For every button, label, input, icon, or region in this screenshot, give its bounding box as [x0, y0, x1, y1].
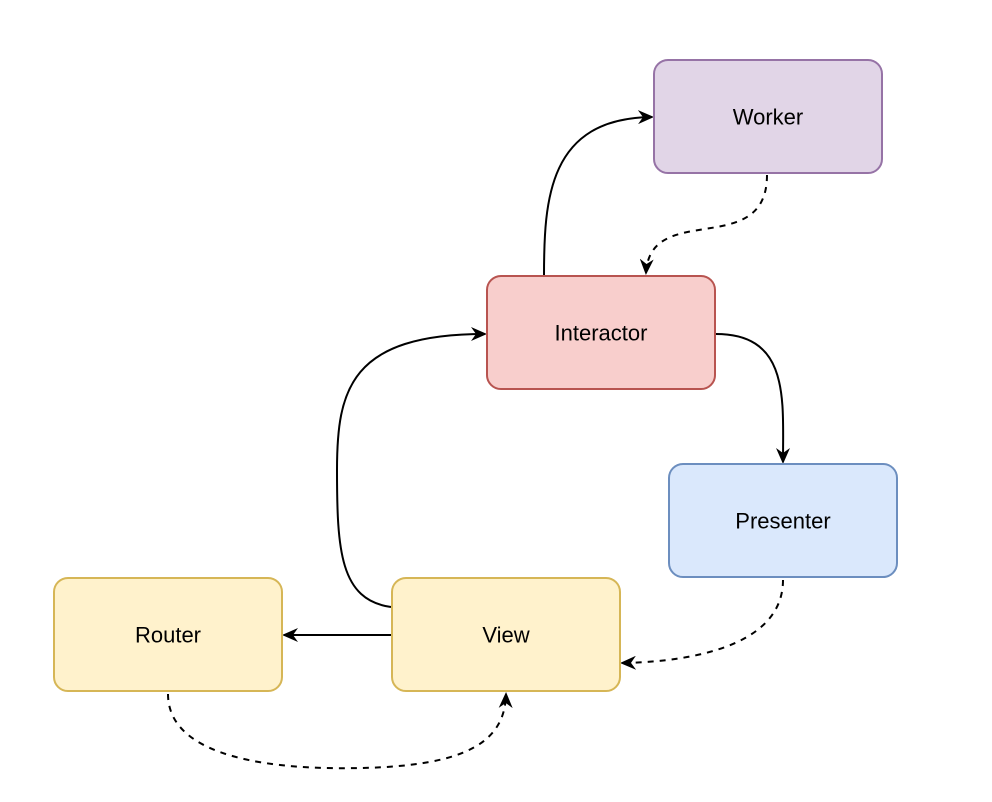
edge-interactor-to-presenter — [715, 333, 791, 464]
node-worker[interactable]: Worker — [653, 59, 883, 174]
node-view-label: View — [482, 623, 529, 648]
node-worker-label: Worker — [733, 105, 804, 130]
edge-worker-to-interactor — [639, 174, 768, 275]
edge-view-to-interactor — [335, 327, 487, 608]
node-router-label: Router — [135, 623, 201, 648]
node-view[interactable]: View — [391, 577, 621, 692]
node-worker-box — [653, 59, 883, 174]
edge-interactor-to-worker — [543, 110, 654, 277]
node-presenter-box — [668, 463, 898, 578]
node-presenter-label: Presenter — [735, 509, 830, 534]
node-interactor-box — [486, 275, 716, 390]
node-interactor[interactable]: Interactor — [486, 275, 716, 390]
node-router[interactable]: Router — [53, 577, 283, 692]
edge-presenter-to-view — [620, 579, 784, 670]
node-presenter[interactable]: Presenter — [668, 463, 898, 578]
edge-router-to-view — [167, 692, 513, 770]
node-view-box — [391, 577, 621, 692]
node-router-box — [53, 577, 283, 692]
node-interactor-label: Interactor — [555, 321, 648, 346]
